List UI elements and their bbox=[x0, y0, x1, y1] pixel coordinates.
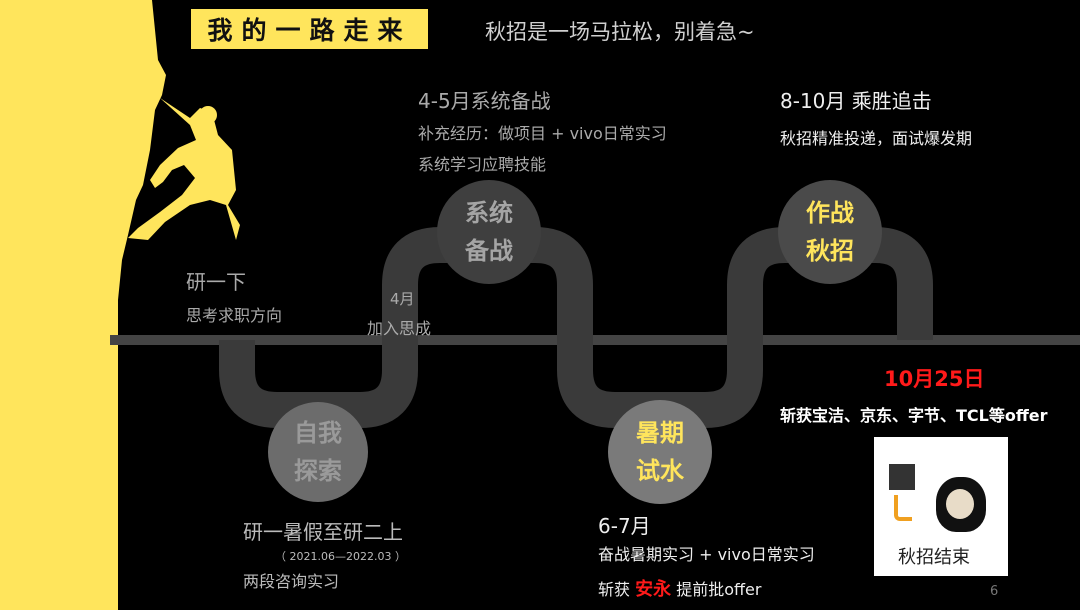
stage-circle-summer-internship: 暑期试水 bbox=[608, 400, 712, 504]
start-detail: 思考求职方向 bbox=[186, 306, 283, 325]
result-detail: 斩获宝洁、京东、字节、TCL等offer bbox=[780, 406, 1048, 425]
stage1-date-range: （ 2021.06—2022.03 ） bbox=[275, 550, 406, 563]
timeline-winding-path bbox=[219, 227, 933, 428]
page-title: 我的一路走来 bbox=[207, 16, 412, 45]
stage4-line: 秋招精准投递，面试爆发期 bbox=[780, 129, 973, 148]
start-heading: 研一下 bbox=[186, 270, 246, 294]
april-heading: 4月 bbox=[390, 290, 415, 308]
stage-circle-autumn-recruit: 作战秋招 bbox=[778, 180, 882, 284]
stage2-line: 系统学习应聘技能 bbox=[418, 155, 547, 174]
title-banner: 我的一路走来 bbox=[191, 9, 428, 49]
stage-circle-preparation: 系统备战 bbox=[437, 180, 541, 284]
panda-face bbox=[946, 489, 974, 519]
stage3-offer: 斩获 安永 提前批offer bbox=[598, 575, 761, 601]
climber-cliff-illustration bbox=[0, 0, 240, 610]
stage2-heading: 4-5月系统备战 bbox=[418, 89, 551, 113]
stage1-heading: 研一暑假至研二上 bbox=[243, 520, 403, 544]
result-date: 10月25日 bbox=[884, 367, 985, 391]
april-detail: 加入思成 bbox=[367, 319, 432, 338]
offer-prefix: 斩获 bbox=[598, 580, 631, 599]
code-icon bbox=[889, 464, 915, 490]
stage4-heading: 8-10月 乘胜追击 bbox=[780, 89, 932, 113]
page-number: 6 bbox=[990, 584, 999, 599]
stage3-heading: 6-7月 bbox=[598, 514, 651, 538]
logo-icon bbox=[894, 495, 912, 521]
subtitle: 秋招是一场马拉松，别着急~ bbox=[485, 20, 755, 44]
stage2-line: 补充经历：做项目 + vivo日常实习 bbox=[418, 124, 667, 143]
meme-image: 秋招结束 bbox=[874, 437, 1008, 576]
meme-caption: 秋招结束 bbox=[898, 547, 970, 568]
stage1-detail: 两段咨询实习 bbox=[243, 572, 340, 591]
stage-circle-self-exploration: 自我探索 bbox=[268, 402, 368, 502]
offer-suffix: 提前批offer bbox=[676, 580, 762, 599]
offer-company-highlight: 安永 bbox=[635, 579, 672, 600]
stage3-line: 奋战暑期实习 + vivo日常实习 bbox=[598, 545, 815, 564]
